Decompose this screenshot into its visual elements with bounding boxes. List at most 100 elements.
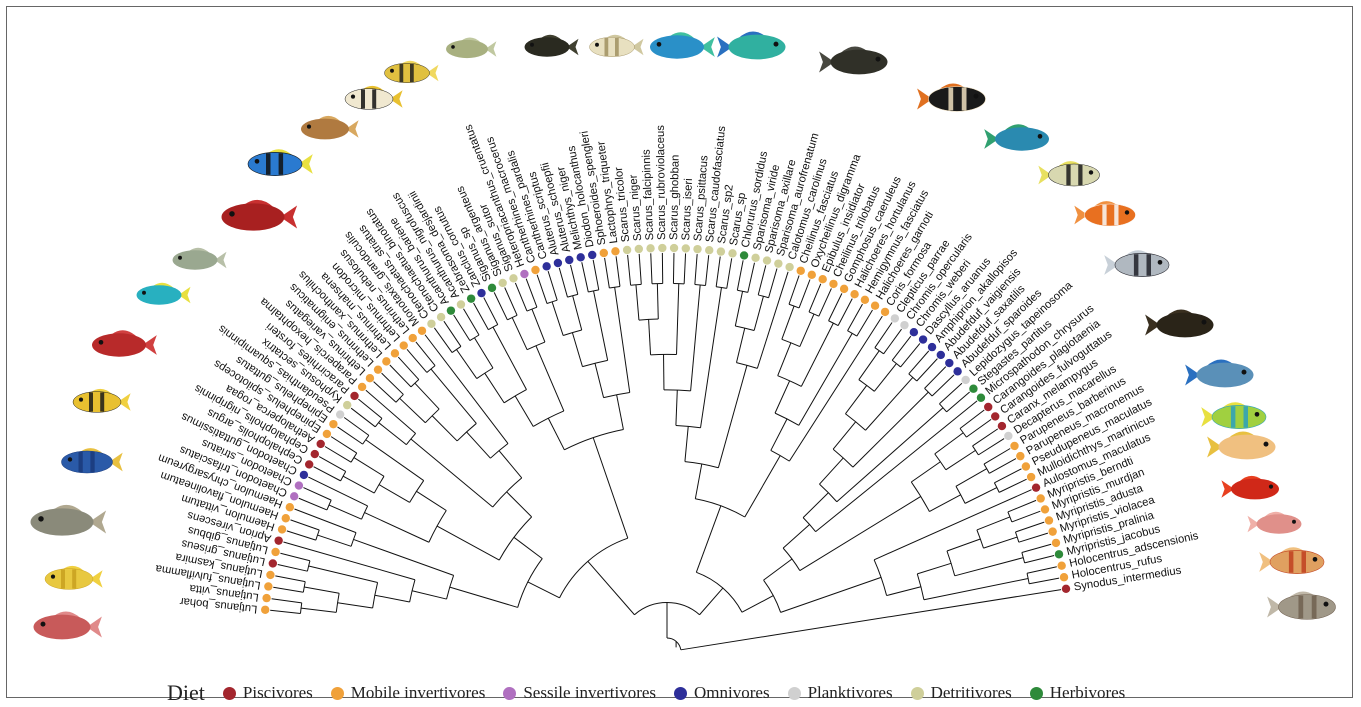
- tip-dot: [542, 262, 550, 270]
- branch: [866, 377, 913, 430]
- branch: [537, 275, 547, 304]
- branch: [374, 382, 396, 403]
- fish-eye: [1242, 370, 1247, 375]
- herbivores-dot: [1030, 687, 1043, 700]
- branch: [415, 383, 439, 409]
- branch: [485, 373, 504, 403]
- porcupinefish-icon: [590, 35, 644, 57]
- branch: [507, 492, 532, 517]
- branch: [783, 524, 809, 548]
- parrotfish-green-icon: [717, 31, 785, 59]
- kyphosus-gray-icon: [173, 248, 227, 270]
- fish-stripe: [1066, 165, 1070, 185]
- branch: [781, 577, 881, 612]
- squirrelfish-icon: [1259, 547, 1324, 573]
- tip-dot: [797, 267, 805, 275]
- branch: [935, 433, 964, 454]
- branch: [727, 258, 732, 288]
- tip-dot: [693, 245, 701, 253]
- grunt-gray-icon: [31, 505, 107, 536]
- fish-body-group: [1267, 591, 1335, 619]
- tip-dot: [305, 460, 313, 468]
- fish-body: [929, 87, 986, 112]
- fish-body-group: [590, 35, 644, 57]
- branch: [695, 254, 697, 284]
- branch-arc: [917, 574, 924, 600]
- fish-stripe: [1244, 406, 1249, 428]
- branch: [382, 373, 404, 394]
- fish-body: [92, 333, 146, 356]
- branch-arc: [782, 339, 800, 346]
- branch-arc: [771, 450, 790, 461]
- taxon-label: Scarus_falcipinnis: [640, 149, 656, 241]
- branch: [924, 579, 1028, 600]
- branch-arc: [300, 603, 301, 614]
- branch-arc: [507, 315, 517, 320]
- fish-eye: [530, 43, 534, 47]
- legend-item-sessile-invertivores: Sessile invertivores: [503, 683, 656, 703]
- tip-dot: [391, 349, 399, 357]
- branch: [848, 304, 863, 331]
- branch-arc: [457, 423, 476, 440]
- branch: [742, 596, 773, 613]
- fish-body-group: [137, 283, 191, 305]
- branch: [494, 292, 507, 319]
- lizardfish-icon: [1267, 591, 1335, 619]
- branch: [946, 450, 976, 469]
- fish-stripe: [361, 89, 365, 108]
- fish-eye: [1089, 170, 1093, 174]
- surgeonfish-blue-icon: [248, 149, 313, 175]
- tip-dot: [1048, 527, 1056, 535]
- branch: [450, 587, 518, 607]
- branch: [379, 423, 407, 445]
- fish-body: [590, 37, 635, 57]
- branch: [681, 590, 1061, 650]
- branch-arc: [375, 418, 382, 426]
- tip-dot: [717, 247, 725, 255]
- fish-stripe: [1147, 254, 1152, 276]
- tip-dot: [1052, 539, 1060, 547]
- fish-body: [729, 35, 786, 60]
- branch: [301, 608, 336, 612]
- branch: [407, 349, 427, 372]
- legend-item-detritivores: Detritivores: [911, 683, 1012, 703]
- fish-body-group: [34, 611, 102, 639]
- tip-dot: [991, 412, 999, 420]
- fish-body: [995, 127, 1049, 150]
- branch: [366, 440, 424, 481]
- branch-arc: [809, 312, 819, 316]
- branch: [317, 535, 351, 546]
- branch: [416, 491, 446, 510]
- branch: [859, 351, 879, 380]
- piscivores-dot: [223, 687, 236, 700]
- branch: [456, 349, 476, 378]
- tip-dot: [623, 246, 631, 254]
- fish-stripe: [266, 153, 271, 175]
- fish-stripe: [89, 392, 93, 411]
- fish-stripe: [1231, 406, 1236, 428]
- branch: [874, 364, 896, 392]
- branch: [375, 595, 410, 602]
- tip-dot: [374, 365, 382, 373]
- tip-dot: [1032, 483, 1040, 491]
- tip-dot: [1004, 432, 1012, 440]
- branch: [344, 417, 369, 435]
- fish-body-group: [819, 46, 887, 74]
- branch: [965, 488, 997, 504]
- branch: [467, 432, 491, 458]
- branch: [431, 369, 476, 423]
- fish-body-group: [1145, 309, 1213, 337]
- branch-arc: [427, 366, 435, 373]
- branch: [505, 287, 517, 315]
- fish-eye: [142, 291, 146, 295]
- branch: [593, 438, 628, 539]
- tip-dot: [763, 256, 771, 264]
- branch: [887, 587, 921, 596]
- branch: [799, 280, 810, 308]
- branch: [757, 272, 788, 369]
- fish-body: [301, 119, 349, 140]
- fish-eye: [1255, 412, 1260, 417]
- branch: [1029, 578, 1059, 584]
- branch: [365, 513, 429, 543]
- branch-arc: [490, 444, 508, 459]
